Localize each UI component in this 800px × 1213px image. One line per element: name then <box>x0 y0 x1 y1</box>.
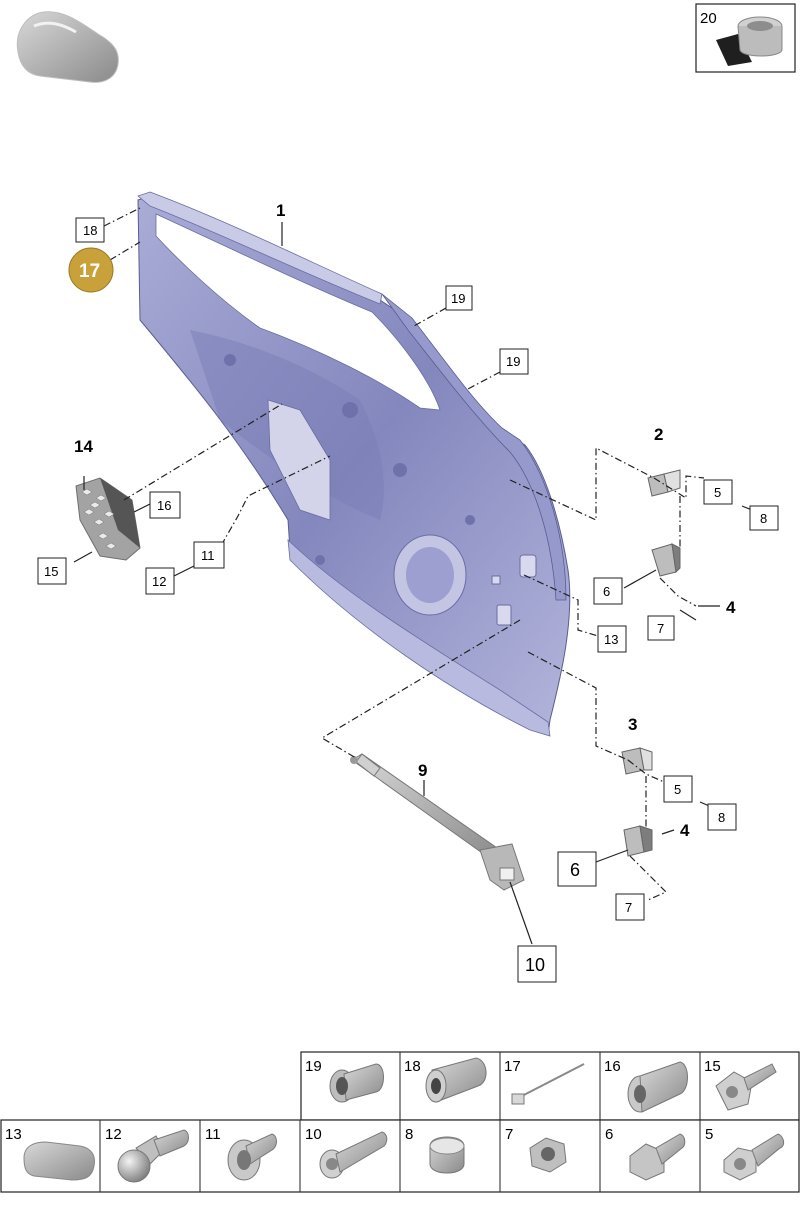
callout-5-lower[interactable]: 5 <box>663 775 693 803</box>
door-check-strap-part-9[interactable] <box>350 753 525 891</box>
flange-bolt-icon-11 <box>227 1133 277 1181</box>
leader-lines <box>73 207 753 945</box>
label-2: 2 <box>654 425 663 444</box>
callout-15[interactable]: 15 <box>37 557 67 585</box>
callout-labels: 1 2 3 4 4 9 14 <box>74 201 736 840</box>
cover-pad-icon <box>23 1141 95 1181</box>
svg-text:10: 10 <box>525 955 545 975</box>
label-9: 9 <box>418 761 427 780</box>
cap-icon <box>429 1136 465 1174</box>
svg-text:17: 17 <box>79 261 100 282</box>
torx-bolt-icon-15 <box>715 1063 777 1111</box>
car-silhouette-icon <box>16 11 119 83</box>
callout-13[interactable]: 13 <box>597 625 627 653</box>
svg-text:6: 6 <box>570 860 580 880</box>
legend-cell-16: 16 <box>604 1058 621 1075</box>
callout-19-lower[interactable]: 19 <box>499 348 529 375</box>
svg-text:12: 12 <box>152 574 166 589</box>
legend-bottom-row: 13 12 11 10 8 7 6 5 <box>0 1119 800 1193</box>
svg-text:13: 13 <box>604 632 618 647</box>
legend-cell-8: 8 <box>405 1126 413 1143</box>
svg-text:19: 19 <box>506 354 520 369</box>
sealing-tape-icon <box>716 16 783 66</box>
callout-boxes: 18 17 19 19 16 11 12 15 <box>37 217 779 983</box>
svg-text:7: 7 <box>625 900 632 915</box>
svg-text:8: 8 <box>760 511 767 526</box>
legend-cell-7: 7 <box>505 1126 513 1143</box>
cable-tie-icon <box>511 1063 585 1105</box>
callout-10[interactable]: 10 <box>517 945 557 983</box>
legend-cell-11: 11 <box>205 1126 221 1143</box>
svg-text:5: 5 <box>714 485 721 500</box>
svg-text:16: 16 <box>157 498 171 513</box>
inset-part-20[interactable]: 20 <box>695 3 796 73</box>
label-4-upper: 4 <box>726 598 736 617</box>
legend-cell-12: 12 <box>105 1126 122 1143</box>
callout-11[interactable]: 11 <box>193 541 225 569</box>
label-3: 3 <box>628 715 637 734</box>
callout-18[interactable]: 18 <box>75 217 105 243</box>
bracket-part-14[interactable] <box>75 477 141 561</box>
label-4-lower: 4 <box>680 821 690 840</box>
inset-number: 20 <box>700 10 717 27</box>
legend-cell-10: 10 <box>305 1126 322 1143</box>
callout-16[interactable]: 16 <box>149 491 181 519</box>
svg-text:8: 8 <box>718 810 725 825</box>
legend-cell-6: 6 <box>605 1126 613 1143</box>
ball-stud-icon <box>117 1129 189 1183</box>
svg-text:15: 15 <box>44 564 58 579</box>
lower-hinge-part-3[interactable] <box>621 747 653 857</box>
legend-top-row: 19 18 17 16 15 <box>300 1051 800 1121</box>
callout-6-upper[interactable]: 6 <box>593 577 623 605</box>
svg-text:7: 7 <box>657 621 664 636</box>
legend-cell-18: 18 <box>404 1058 421 1075</box>
callout-7-upper[interactable]: 7 <box>647 615 675 641</box>
svg-text:11: 11 <box>201 548 215 563</box>
callout-12[interactable]: 12 <box>145 567 175 595</box>
legend-cell-15: 15 <box>704 1058 721 1075</box>
callout-19-upper[interactable]: 19 <box>445 285 473 311</box>
label-14: 14 <box>74 437 93 456</box>
hex-nut-icon <box>529 1137 567 1173</box>
legend-cell-5: 5 <box>705 1126 713 1143</box>
svg-text:18: 18 <box>83 223 97 238</box>
upper-hinge-part-2[interactable] <box>647 469 681 577</box>
callout-7-lower[interactable]: 7 <box>615 893 645 921</box>
label-1: 1 <box>276 201 285 220</box>
legend-cell-13: 13 <box>5 1126 22 1143</box>
blind-rivet-icon <box>329 1063 384 1103</box>
svg-text:19: 19 <box>451 291 465 306</box>
callout-5-upper[interactable]: 5 <box>703 479 733 505</box>
callout-6-lower[interactable]: 6 <box>557 851 597 887</box>
rivet-nut-icon <box>425 1057 487 1103</box>
torx-bolt-icon-10 <box>319 1131 388 1179</box>
rivet-flange-icon <box>627 1061 688 1113</box>
legend-cell-19: 19 <box>305 1058 322 1075</box>
door-shell[interactable] <box>137 191 571 737</box>
svg-text:6: 6 <box>603 584 610 599</box>
callout-17-highlight[interactable]: 17 <box>68 247 114 293</box>
legend-cell-17: 17 <box>504 1058 521 1075</box>
hex-bolt-icon-6 <box>629 1133 686 1181</box>
svg-text:5: 5 <box>674 782 681 797</box>
torx-bolt-icon-5 <box>723 1133 785 1181</box>
callout-8-lower[interactable]: 8 <box>707 803 737 831</box>
callout-8-upper[interactable]: 8 <box>749 505 779 531</box>
